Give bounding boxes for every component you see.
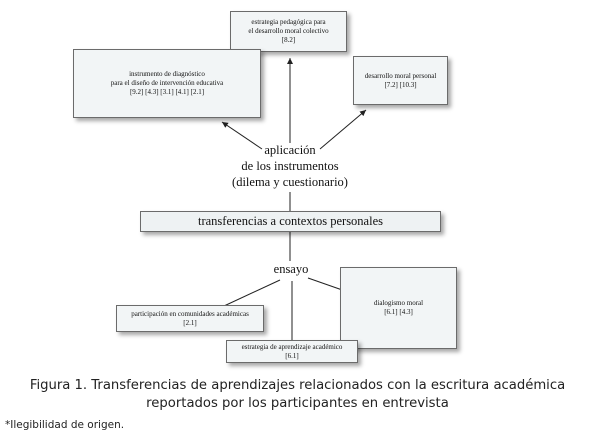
arrow-to-instrumento xyxy=(221,121,263,150)
node-estrategia-colectivo-line1: estrategia pedagógica para xyxy=(251,18,326,26)
node-instrumento-line2: para el diseño de intervención educativa xyxy=(110,79,224,87)
node-instrumento: instrumento de diagnóstico para el diseñ… xyxy=(73,49,261,118)
node-estrategia-colectivo: estrategia pedagógica para el desarrollo… xyxy=(230,11,347,52)
node-participacion-line2: [2.1] xyxy=(183,318,197,327)
node-desarrollo-personal: desarrollo moral personal [7.2] [10.3] xyxy=(353,56,448,105)
node-estrategia-aprendizaje-line1: estrategia de aprendizaje académico xyxy=(241,342,343,351)
node-aplicacion: aplicación de los instrumentos (dilema y… xyxy=(200,142,380,190)
figure-caption-line1: Figura 1. Transferencias de aprendizajes… xyxy=(29,378,566,393)
node-transferencias-label: transferencias a contextos personales xyxy=(198,214,383,228)
node-instrumento-line1: instrumento de diagnóstico xyxy=(129,70,205,78)
node-dialogismo: dialogismo moral [6.1] [4.3] xyxy=(340,267,457,349)
node-ensayo: ensayo xyxy=(255,261,327,277)
node-estrategia-aprendizaje: estrategia de aprendizaje académico [6.1… xyxy=(226,340,358,363)
footnote: *Ilegibilidad de origen. xyxy=(5,419,125,431)
node-estrategia-colectivo-line2: el desarrollo moral colectivo xyxy=(248,27,329,35)
node-estrategia-aprendizaje-line2: [6.1] xyxy=(285,351,299,360)
node-aplicacion-line3: (dilema y cuestionario) xyxy=(232,175,348,189)
node-dialogismo-line1: dialogismo moral xyxy=(373,299,424,307)
node-instrumento-line3: [9.2] [4.3] [3.1] [4.1] [2.1] xyxy=(129,88,205,96)
node-estrategia-colectivo-line3: [8.2] xyxy=(281,36,296,44)
figure-caption-line2: reportados por los participantes en entr… xyxy=(146,396,449,411)
figure-caption: Figura 1. Transferencias de aprendizajes… xyxy=(0,377,595,413)
node-dialogismo-line2: [6.1] [4.3] xyxy=(384,308,413,316)
node-aplicacion-line1: aplicación xyxy=(264,143,316,157)
node-desarrollo-personal-line1: desarrollo moral personal xyxy=(364,71,437,80)
node-aplicacion-line2: de los instrumentos xyxy=(241,159,339,173)
node-participacion: participación en comunidades académicas … xyxy=(116,305,264,332)
node-transferencias: transferencias a contextos personales xyxy=(140,211,441,232)
line-ensayo-participacion xyxy=(223,279,281,307)
node-desarrollo-personal-line2: [7.2] [10.3] xyxy=(384,80,417,89)
node-ensayo-label: ensayo xyxy=(273,262,309,276)
arrow-to-desarrollo-personal xyxy=(319,109,367,150)
node-participacion-line1: participación en comunidades académicas xyxy=(131,309,249,318)
